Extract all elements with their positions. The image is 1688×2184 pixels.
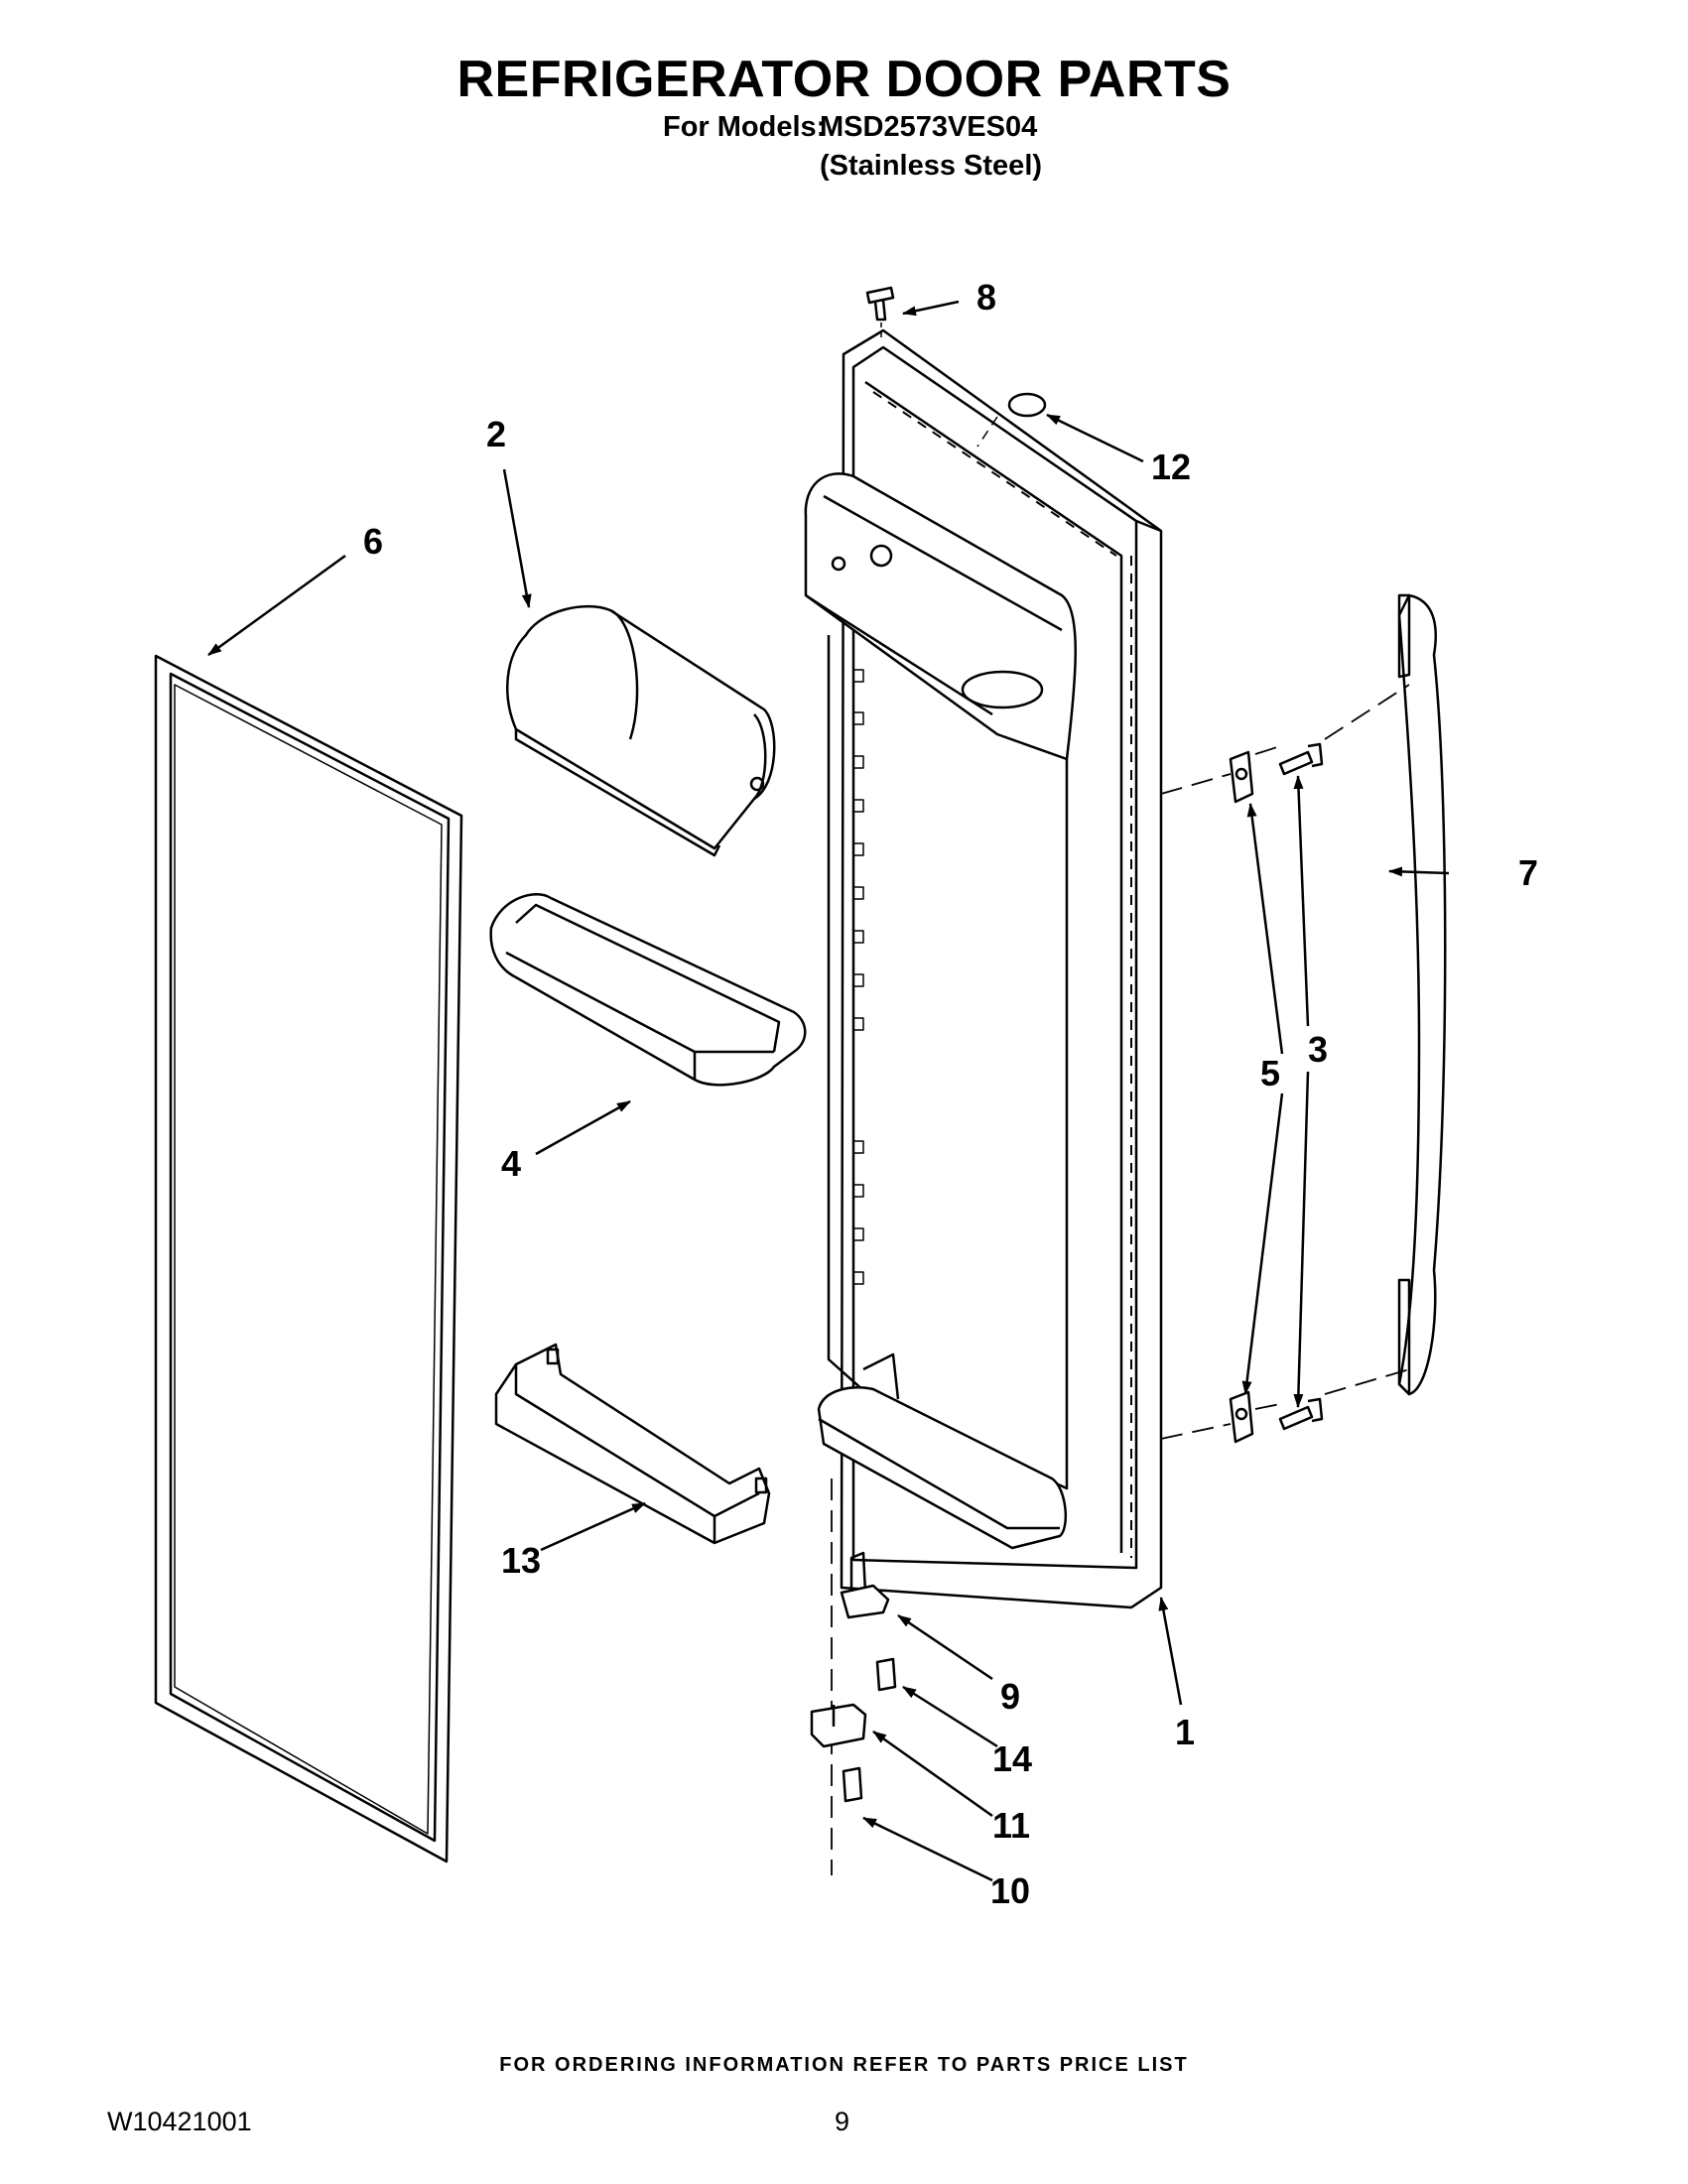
models-label: For Models:	[663, 111, 827, 143]
callout-7: 7	[1518, 852, 1538, 893]
handle-screw-upper	[1278, 742, 1324, 776]
hinge-screw	[875, 1657, 897, 1692]
page-title: REFRIGERATOR DOOR PARTS	[456, 51, 1232, 108]
model-finish: (Stainless Steel)	[820, 150, 1043, 182]
callout-12: 12	[1151, 447, 1191, 487]
callout-14: 14	[992, 1738, 1032, 1779]
callout-3: 3	[1308, 1029, 1328, 1070]
door-liner	[804, 328, 1163, 1609]
callout-8: 8	[976, 277, 996, 318]
callout-1: 1	[1175, 1712, 1195, 1752]
hinge-bracket	[810, 1703, 867, 1748]
callout-5: 5	[1260, 1053, 1280, 1093]
door-gasket	[154, 654, 463, 1863]
hole-plug	[1007, 392, 1047, 418]
handle-screw-lower	[1278, 1397, 1324, 1431]
document-number: W10421001	[107, 2107, 252, 2136]
callout-10: 10	[990, 1870, 1030, 1911]
callout-4: 4	[501, 1143, 521, 1184]
handle-bracket-lower	[1229, 1390, 1254, 1444]
page-number: 9	[835, 2107, 850, 2136]
model-number: MSD2573VES04	[820, 111, 1038, 143]
callout-13: 13	[501, 1540, 541, 1581]
ordering-note: FOR ORDERING INFORMATION REFER TO PARTS …	[499, 2054, 1189, 2076]
callout-9: 9	[1000, 1676, 1020, 1717]
door-bin	[489, 893, 807, 1087]
handle-bracket-upper	[1229, 750, 1254, 804]
callout-11: 11	[992, 1805, 1030, 1846]
callout-6: 6	[363, 521, 383, 562]
door-handle	[1397, 593, 1447, 1396]
callout-2: 2	[486, 414, 506, 454]
door-shelf-rail	[494, 1343, 771, 1545]
bottom-hinge-pin	[840, 1551, 890, 1619]
top-hinge-screw	[865, 286, 895, 337]
dairy-door	[506, 604, 776, 857]
bracket-screw	[842, 1766, 863, 1803]
